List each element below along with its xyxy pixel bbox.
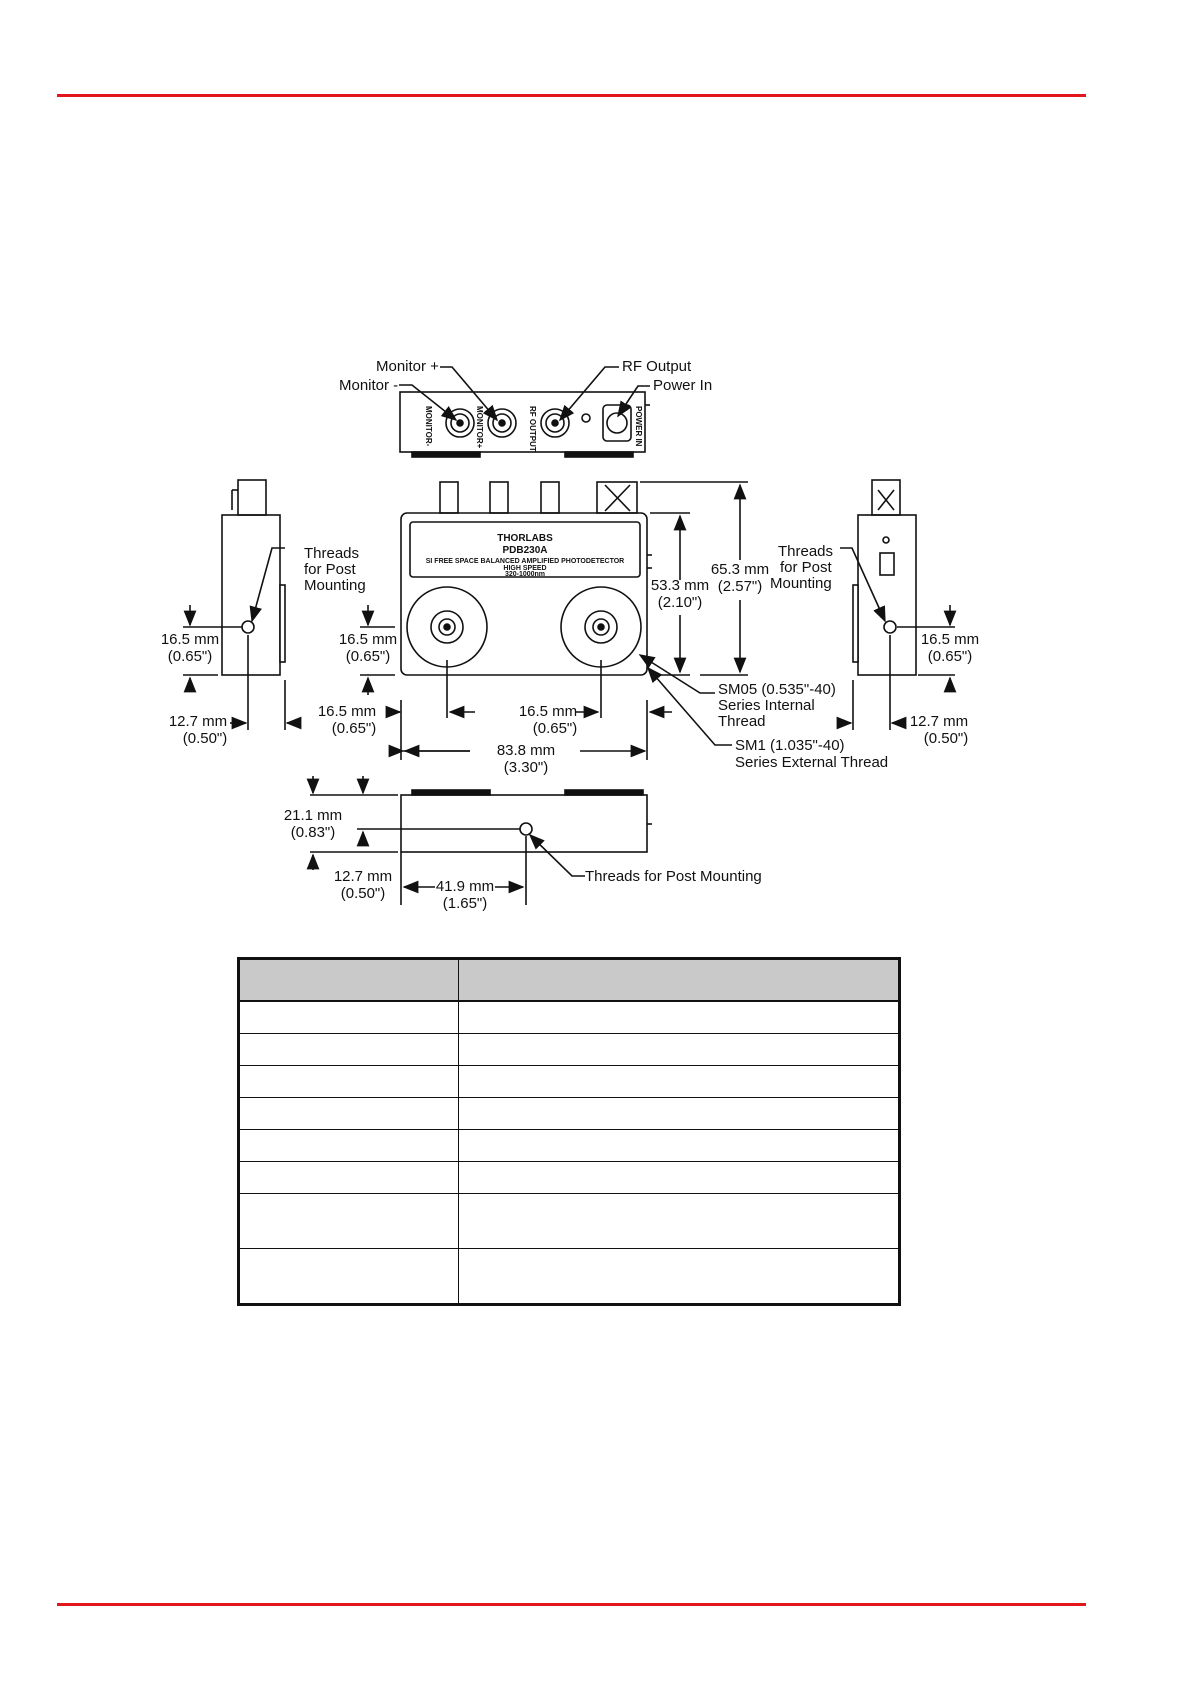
rf-output-connector (540, 408, 570, 438)
device-desc-line1: SI FREE SPACE BALANCED AMPLIFIED PHOTODE… (426, 558, 624, 565)
spec-table (237, 957, 901, 1306)
table-cell (458, 1065, 900, 1098)
dim-front-width-in: (3.30") (504, 759, 549, 776)
table-header-cell (238, 958, 459, 1002)
dim-bottom-depth-in: (0.83") (291, 824, 336, 841)
mechanical-drawing: MONITOR- MONITOR+ RF OUTPUT POWER IN THO… (161, 358, 979, 912)
dim-front-center-offset-in: (0.65") (533, 720, 578, 737)
dim-right-depth-mm: 12.7 mm (910, 713, 968, 730)
dim-left-height-in: (0.65") (168, 648, 213, 665)
dim-body-height-in: (2.10") (658, 594, 703, 611)
dim-front-center-offset-mm: 16.5 mm (519, 703, 577, 720)
dim-left-depth-mm: 12.7 mm (169, 713, 227, 730)
panel-label-monitor-plus: MONITOR+ (475, 406, 484, 449)
bottom-rule (57, 1603, 1086, 1606)
device-desc-line3: 320-1000nm (505, 571, 545, 578)
dim-bottom-width-in: (1.65") (443, 895, 488, 912)
threads-left-l3: Mounting (304, 577, 366, 594)
table-cell (238, 1193, 459, 1249)
dim-left-depth-in: (0.50") (183, 730, 228, 747)
table-cell (458, 1248, 900, 1305)
dim-bottom-depth-mm: 21.1 mm (284, 807, 342, 824)
table-row (238, 1097, 900, 1130)
panel-label-monitor-minus: MONITOR- (424, 406, 433, 447)
dim-front-left-height-mm: 16.5 mm (339, 631, 397, 648)
table-cell (458, 1033, 900, 1066)
table-cell (238, 1248, 459, 1305)
table-cell (238, 1161, 459, 1194)
table-cell (238, 1065, 459, 1098)
sm1-l2: Series External Thread (735, 754, 888, 771)
callout-rf-output: RF Output (622, 358, 692, 375)
threads-right-l2: for Post (780, 559, 833, 576)
table-row (238, 1248, 900, 1305)
threads-bottom: Threads for Post Mounting (585, 868, 762, 885)
sm05-l2: Series Internal (718, 697, 815, 714)
top-rule (57, 94, 1086, 97)
dim-total-height-in: (2.57") (718, 578, 763, 595)
dim-body-height-mm: 53.3 mm (651, 577, 709, 594)
table-header-row (238, 958, 900, 1002)
table-cell (238, 1129, 459, 1162)
dim-bottom-height-mm: 12.7 mm (334, 868, 392, 885)
sm1-l1: SM1 (1.035"-40) (735, 737, 845, 754)
table-row (238, 1193, 900, 1249)
callout-power-in: Power In (653, 377, 712, 394)
front-view-body (400, 512, 648, 676)
power-in-connector (602, 404, 632, 442)
dim-front-left-offset-mm: 16.5 mm (318, 703, 376, 720)
table-cell (458, 1000, 900, 1034)
dim-right-height-in: (0.65") (928, 648, 973, 665)
threads-right-l3: Mounting (770, 575, 832, 592)
table-row (238, 1000, 900, 1034)
right-side-view-body (857, 514, 917, 676)
dim-right-height-mm: 16.5 mm (921, 631, 979, 648)
table-cell (458, 1129, 900, 1162)
dim-bottom-width-mm: 41.9 mm (436, 878, 494, 895)
table-row (238, 1129, 900, 1162)
dim-front-left-height-in: (0.65") (346, 648, 391, 665)
table-row (238, 1065, 900, 1098)
dim-total-height-mm: 65.3 mm (711, 561, 769, 578)
threads-left-l1: Threads (304, 545, 359, 562)
device-desc-line2: HIGH SPEED (503, 565, 546, 572)
threads-left-l2: for Post (304, 561, 357, 578)
table-cell (238, 1033, 459, 1066)
dim-right-depth-in: (0.50") (924, 730, 969, 747)
table-row (238, 1161, 900, 1194)
device-brand: THORLABS (497, 533, 553, 544)
panel-label-power-in: POWER IN (634, 406, 643, 447)
dim-front-width-mm: 83.8 mm (497, 742, 555, 759)
sm05-l3: Thread (718, 713, 766, 730)
panel-label-rf-output: RF OUTPUT (528, 406, 537, 452)
left-side-view-body (221, 514, 281, 676)
threads-right-l1: Threads (778, 543, 833, 560)
table-cell (458, 1161, 900, 1194)
callout-monitor-minus: Monitor - (339, 377, 398, 394)
table-cell (238, 1000, 459, 1034)
table-cell (238, 1097, 459, 1130)
monitor-plus-connector (487, 408, 517, 438)
dim-front-left-offset-in: (0.65") (332, 720, 377, 737)
table-cell (458, 1193, 900, 1249)
dim-bottom-height-in: (0.50") (341, 885, 386, 902)
right-post-thread (883, 620, 897, 634)
top-view-body (399, 391, 646, 453)
table-row (238, 1033, 900, 1066)
table-header-cell (458, 958, 900, 1002)
dim-left-height-mm: 16.5 mm (161, 631, 219, 648)
callout-monitor-plus: Monitor + (376, 358, 439, 375)
table-cell (458, 1097, 900, 1130)
device-model: PDB230A (502, 545, 547, 556)
monitor-minus-connector (445, 408, 475, 438)
sm05-l1: SM05 (0.535"-40) (718, 681, 836, 698)
